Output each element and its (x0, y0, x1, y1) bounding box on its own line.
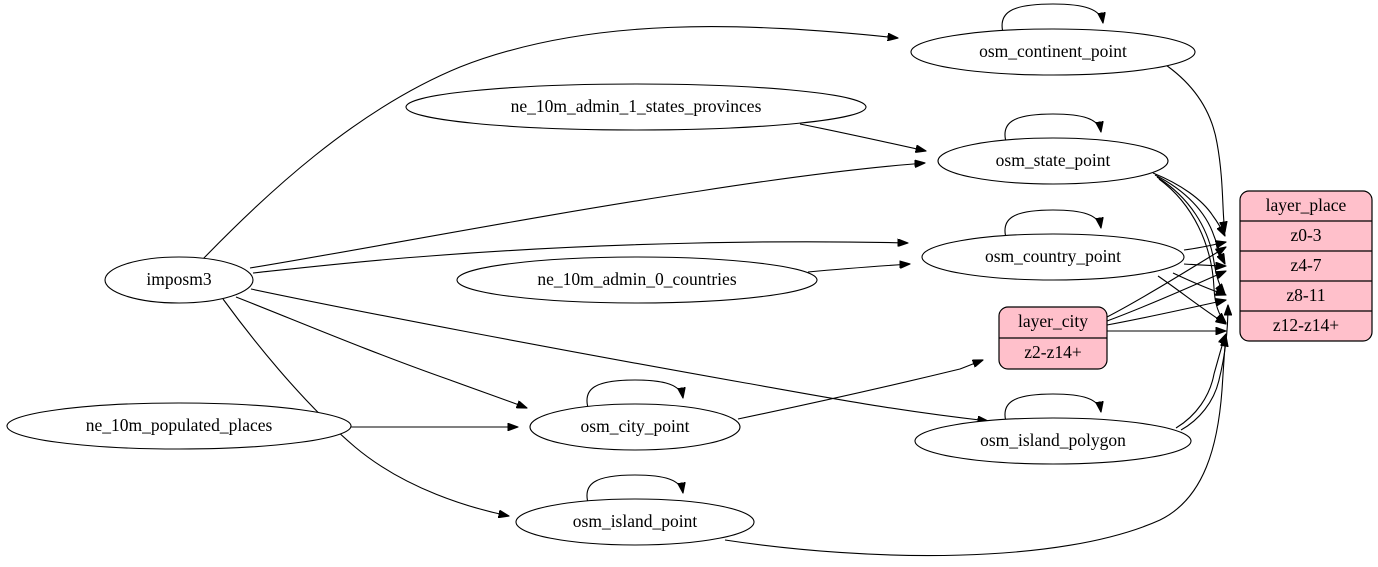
node-label-osm-city-point: osm_city_point (581, 416, 690, 436)
edge-imposm3-to-osm-island-point (222, 298, 509, 516)
node-label-osm-state-point: osm_state_point (996, 150, 1111, 170)
record-layer-place-body (1239, 190, 1373, 342)
node-osm-city-point[interactable]: osm_city_point (529, 403, 741, 451)
edge-osm-city-point-to-layer-city-z2-z14 (737, 360, 983, 420)
node-label-imposm3: imposm3 (146, 269, 211, 289)
edge-imposm3-to-osm-state-point (249, 163, 925, 269)
edge-imposm3-to-osm-island-polygon (250, 288, 988, 421)
node-label-osm-country-point: osm_country_point (985, 246, 1121, 266)
node-osm-island-polygon[interactable]: osm_island_polygon (914, 417, 1192, 465)
record-layer-place[interactable]: layer_place z0-3 z4-7 z8-11 z12-z14+ (1239, 190, 1373, 342)
edge-self-loop-osm-island-point (586, 474, 683, 507)
node-ne-10m-admin-0-countries[interactable]: ne_10m_admin_0_countries (456, 256, 818, 304)
edge-osm-country-point-to-layer-place-z8-11 (1172, 272, 1226, 295)
record-layer-city[interactable]: layer_city z2-z14+ (998, 306, 1108, 370)
record-layer-place-row-z12-z14[interactable]: z12-z14+ (1273, 315, 1339, 335)
edge-osm-island-polygon-to-layer-place-z8-11 (1180, 305, 1228, 431)
edge-self-loop-osm-city-point (586, 379, 683, 412)
edge-osm-country-point-to-layer-place-z12-z14 (1157, 275, 1226, 324)
edge-ne-countries-to-osm-country-point (807, 264, 910, 273)
edge-osm-island-point-to-layer-place-z12-z14 (724, 336, 1226, 557)
edge-imposm3-to-osm-continent-point (202, 26, 898, 260)
node-label-ne-10m-admin-1-states-provinces: ne_10m_admin_1_states_provinces (511, 96, 762, 116)
node-label-ne-10m-admin-0-countries: ne_10m_admin_0_countries (537, 269, 736, 289)
edge-ne-states-to-osm-state-point (799, 123, 926, 151)
edge-self-loop-osm-state-point (1004, 113, 1101, 146)
record-layer-place-title: layer_place (1266, 195, 1347, 215)
record-layer-place-row-z8-11[interactable]: z8-11 (1286, 285, 1325, 305)
node-label-ne-10m-populated-places: ne_10m_populated_places (86, 415, 273, 435)
edge-imposm3-to-osm-city-point (235, 296, 527, 408)
edge-imposm3-to-osm-country-point (252, 242, 908, 274)
edge-layer-city-to-layer-place-z8-11 (1106, 300, 1226, 326)
records-layer: layer_city z2-z14+ layer_place z0-3 z4-7… (998, 190, 1373, 370)
edge-osm-state-point-to-layer-place-z4-7 (1154, 174, 1225, 264)
edge-osm-country-point-to-layer-place-z0-3 (1183, 242, 1226, 251)
edge-self-loop-osm-continent-point (1001, 3, 1103, 37)
node-label-osm-continent-point: osm_continent_point (979, 41, 1127, 61)
edge-osm-continent-point-to-layer-place-z0-3 (1162, 62, 1225, 232)
node-label-osm-island-polygon: osm_island_polygon (980, 430, 1126, 450)
edge-self-loop-osm-country-point (1004, 209, 1101, 242)
node-osm-country-point[interactable]: osm_country_point (921, 233, 1185, 281)
edge-osm-state-point-to-layer-place-z0-3 (1152, 172, 1225, 236)
node-ne-10m-populated-places[interactable]: ne_10m_populated_places (6, 402, 352, 450)
node-ne-10m-admin-1-states-provinces[interactable]: ne_10m_admin_1_states_provinces (405, 83, 867, 131)
edge-osm-country-point-to-layer-place-z4-7 (1183, 264, 1226, 266)
record-layer-place-row-z4-7[interactable]: z4-7 (1290, 255, 1321, 275)
node-imposm3[interactable]: imposm3 (104, 256, 254, 304)
edges-layer (202, 3, 1228, 557)
record-layer-city-row-z2-z14[interactable]: z2-z14+ (1024, 342, 1082, 362)
node-osm-island-point[interactable]: osm_island_point (515, 498, 755, 546)
edge-self-loop-osm-island-polygon (1004, 393, 1101, 426)
nodes-layer: imposm3 ne_10m_admin_1_states_provinces … (6, 28, 1196, 546)
node-osm-state-point[interactable]: osm_state_point (937, 137, 1169, 185)
edge-layer-city-to-layer-place-z4-7 (1106, 271, 1226, 322)
record-layer-place-row-z0-3[interactable]: z0-3 (1290, 225, 1321, 245)
edge-osm-state-point-to-layer-place-z8-11 (1156, 176, 1225, 294)
node-label-osm-island-point: osm_island_point (573, 511, 698, 531)
edge-layer-city-to-layer-place-z0-3 (1106, 247, 1226, 318)
record-layer-city-title: layer_city (1018, 311, 1088, 331)
node-osm-continent-point[interactable]: osm_continent_point (910, 28, 1196, 76)
